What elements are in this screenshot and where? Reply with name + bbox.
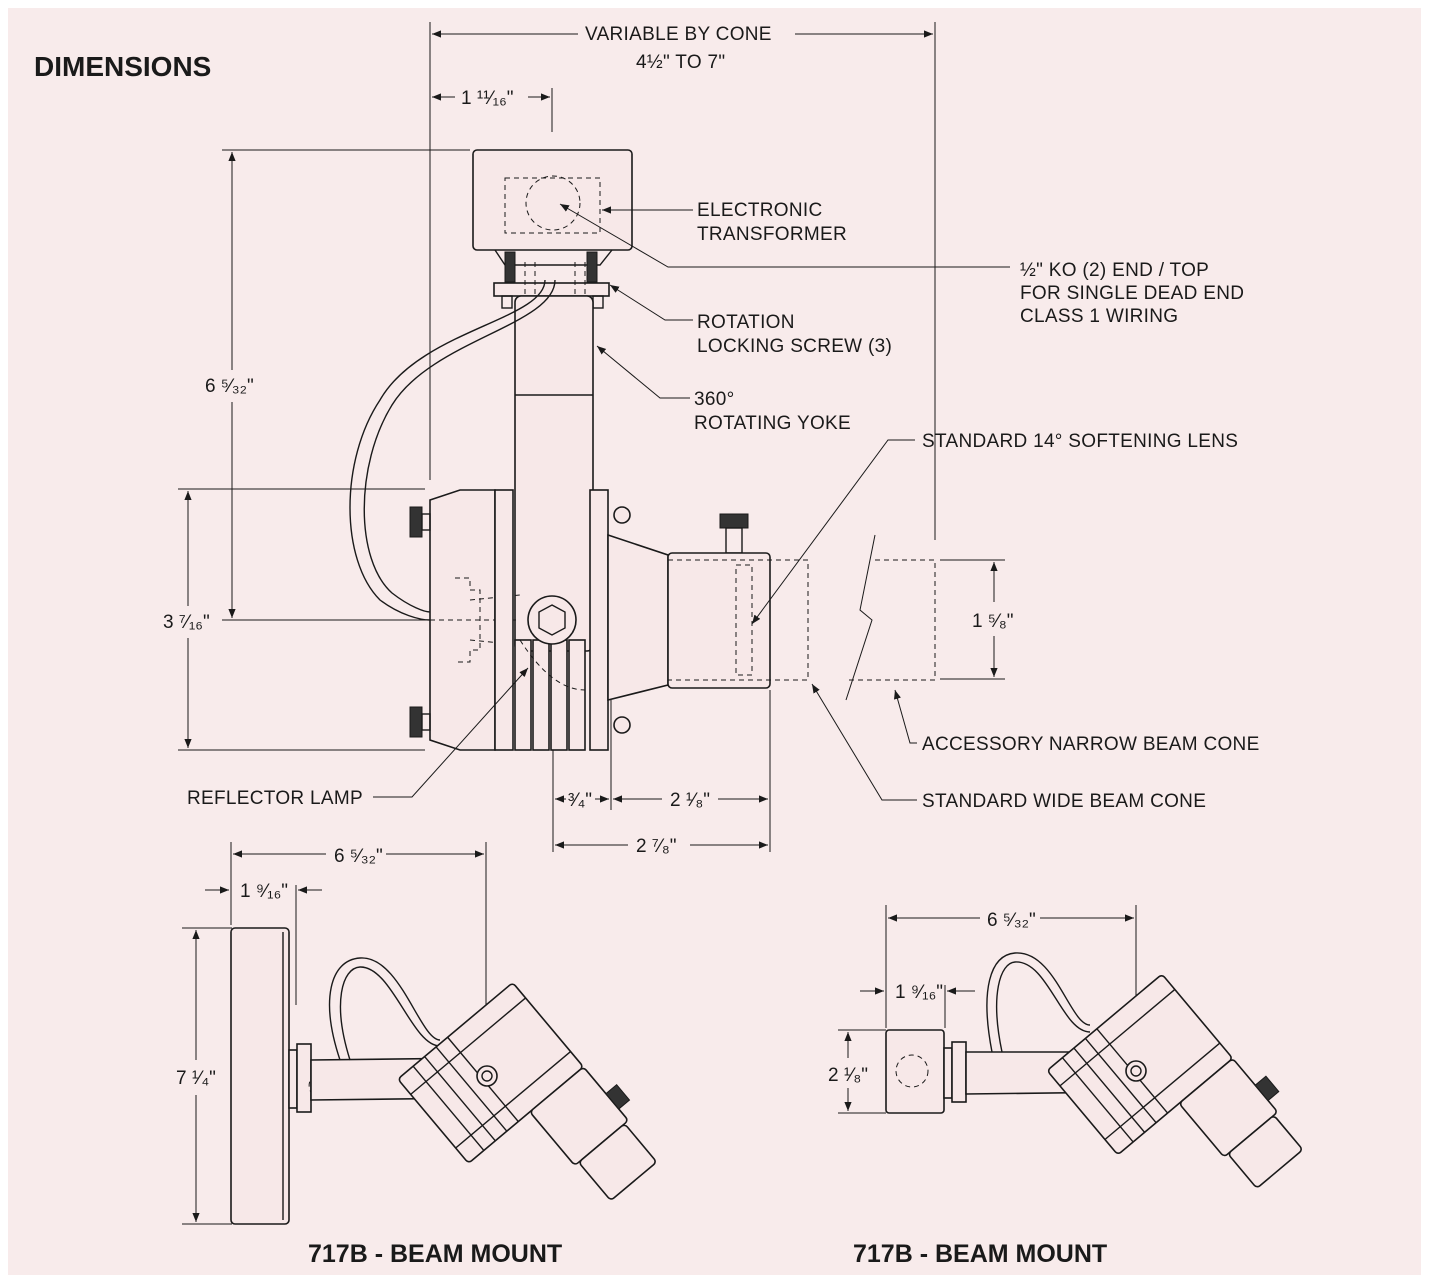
bl-caption: 717B - BEAM MOUNT — [308, 1240, 562, 1268]
cone-height-dim: 1 ⁵⁄₈" — [972, 611, 1014, 632]
bl-offset-dim: 1 ⁹⁄₁₆" — [240, 881, 288, 902]
reflector-label: REFLECTOR LAMP — [187, 788, 363, 809]
bottom-left-view: 6 ⁵⁄₃₂" 1 ⁹⁄₁₆" 7 ¹⁄₄" — [176, 842, 656, 1268]
bl-overall-dim: 6 ⁵⁄₃₂" — [334, 846, 383, 867]
transformer-label-1: ELECTRONIC — [697, 200, 822, 221]
variable-range-label: 4½" TO 7" — [636, 52, 725, 73]
total-depth-dim: 2 ⁷⁄₈" — [636, 836, 677, 857]
lamp-to-body-dim: ³⁄₄" — [568, 790, 592, 811]
variable-by-cone-label: VARIABLE BY CONE — [585, 24, 772, 45]
height-dim: 6 ⁵⁄₃₂" — [205, 376, 254, 397]
lens-label: STANDARD 14° SOFTENING LENS — [922, 431, 1238, 452]
bl-beam-plate — [230, 927, 290, 1225]
page-title: DIMENSIONS — [34, 51, 211, 82]
transformer-box — [472, 149, 633, 251]
main-view-callouts: ELECTRONIC TRANSFORMER ½" KO (2) END / T… — [187, 200, 1260, 812]
yoke-label-2: ROTATING YOKE — [694, 413, 851, 434]
narrow-cone-label: ACCESSORY NARROW BEAM CONE — [922, 734, 1260, 755]
transformer-label-2: TRANSFORMER — [697, 224, 847, 245]
body-height-dim: 3 ⁷⁄₁₆" — [163, 612, 210, 633]
wide-cone-label: STANDARD WIDE BEAM CONE — [922, 791, 1206, 812]
narrow-beam-cone — [848, 559, 936, 681]
offset-top-dim: 1 ¹¹⁄₁₆" — [461, 88, 514, 109]
br-caption: 717B - BEAM MOUNT — [853, 1240, 1107, 1268]
bl-height-dim: 7 ¹⁄₄" — [176, 1068, 216, 1089]
yoke-label-1: 360° — [694, 389, 735, 410]
body-to-cone-dim: 2 ¹⁄₈" — [670, 790, 710, 811]
br-height-dim: 2 ¹⁄₈" — [828, 1065, 868, 1086]
pivot-bolt — [527, 595, 577, 645]
main-view-dimensions: VARIABLE BY CONE 4½" TO 7" 1 ¹¹⁄₁₆" 6 ⁵⁄… — [163, 22, 1014, 857]
ko-label-3: CLASS 1 WIRING — [1020, 306, 1178, 327]
br-junction-box — [885, 1029, 945, 1114]
main-fixture — [349, 149, 936, 751]
ko-label-2: FOR SINGLE DEAD END — [1020, 283, 1244, 304]
ko-label-1: ½" KO (2) END / TOP — [1020, 260, 1209, 281]
br-overall-dim: 6 ⁵⁄₃₂" — [987, 910, 1036, 931]
rotation-label-1: ROTATION — [697, 312, 795, 333]
br-offset-dim: 1 ⁹⁄₁₆" — [895, 982, 943, 1003]
heat-sink-fins — [494, 489, 609, 751]
bottom-right-view: 6 ⁵⁄₃₂" 1 ⁹⁄₁₆" 2 ¹⁄₈" — [828, 905, 1302, 1268]
rotation-label-2: LOCKING SCREW (3) — [697, 336, 892, 357]
